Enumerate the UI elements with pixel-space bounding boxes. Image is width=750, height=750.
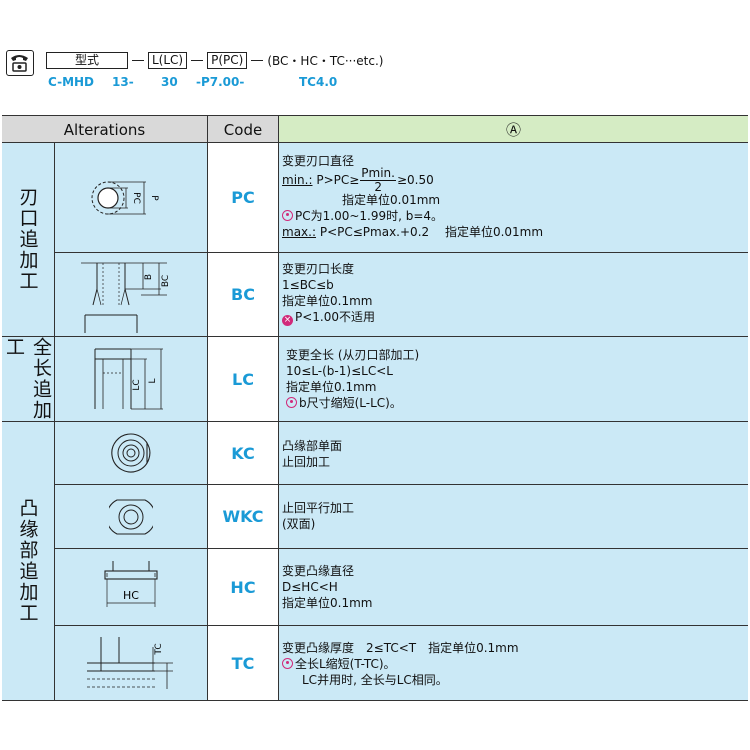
- table-bottom-rule: [2, 700, 748, 701]
- example-p-len: 30: [161, 75, 178, 89]
- desc-kc: 凸缘部单面 止回加工: [278, 422, 748, 485]
- desc-wkc: 止回平行加工 (双面): [278, 485, 748, 549]
- example-p: -P7.00-: [196, 75, 245, 89]
- phone-icon: [6, 50, 34, 76]
- p-box: P(PC): [207, 52, 248, 69]
- info-icon: [286, 397, 297, 408]
- order-code-format: 型式 L(LC) P(PC) (BC・HC・TC···etc.): [46, 52, 383, 69]
- alterations-table: Alterations Code Ⓐ 刃口追加工 全长追加工 凸缘部追加工 PC…: [2, 115, 748, 701]
- desc-hc: 变更凸缘直径 D≤HC<H 指定单位0.1mm: [278, 549, 748, 626]
- example-type: C-MHD: [48, 75, 95, 89]
- desc-lc: 变更全长 (从刃口部加工) 10≤L-(b-1)≤LC<L 指定单位0.1mm …: [278, 337, 748, 422]
- not-applicable-icon: ×: [282, 315, 293, 326]
- code-pc: PC: [207, 143, 278, 253]
- pc-figure: PC P: [54, 143, 207, 253]
- example-tc: TC4.0: [299, 75, 338, 89]
- hc-dim-label: HC: [123, 589, 139, 602]
- header-alterations: Alterations: [2, 115, 207, 143]
- kc-figure: [54, 422, 207, 485]
- header-code: Code: [207, 115, 278, 143]
- l-dim-label: L: [148, 378, 158, 383]
- code-kc: KC: [207, 422, 278, 485]
- info-icon: [282, 658, 293, 669]
- category-flange: 凸缘部追加工: [2, 422, 54, 701]
- code-wkc: WKC: [207, 485, 278, 549]
- category-overall-length: 全长追加工: [2, 337, 54, 422]
- options-text: (BC・HC・TC···etc.): [267, 54, 384, 68]
- tc-dim-label: TC: [154, 643, 164, 655]
- desc-pc: 变更刃口直径 min.: P>PC≥Pmin.2≥0.50 指定单位0.01mm…: [278, 143, 748, 253]
- pc-dim-label: PC: [131, 192, 141, 204]
- code-bc: BC: [207, 253, 278, 337]
- code-hc: HC: [207, 549, 278, 626]
- desc-bc: 变更刃口长度 1≤BC≤b 指定单位0.1mm ×P<1.00不适用: [278, 253, 748, 337]
- hc-figure: HC: [54, 549, 207, 626]
- p-dim-label: P: [149, 195, 159, 201]
- bc-figure: B BC: [54, 253, 207, 337]
- type-box: 型式: [46, 52, 128, 69]
- b-dim-label: B: [144, 273, 154, 279]
- tc-figure: TC: [54, 626, 207, 701]
- length-box: L(LC): [148, 52, 188, 69]
- lc-figure: LC L: [54, 337, 207, 422]
- header-spec: Ⓐ: [278, 115, 748, 143]
- desc-tc: 变更凸缘厚度 2≤TC<T 指定单位0.1mm 全长L缩短(T-TC)。 LC并…: [278, 626, 748, 701]
- pmin-fraction: Pmin.2: [360, 166, 396, 194]
- code-tc: TC: [207, 626, 278, 701]
- example-l: 13-: [112, 75, 134, 89]
- category-cutting-edge: 刃口追加工: [2, 143, 54, 337]
- lc-dim-label: LC: [132, 379, 142, 390]
- wkc-figure: [54, 485, 207, 549]
- code-lc: LC: [207, 337, 278, 422]
- bc-dim-label: BC: [161, 274, 171, 286]
- info-icon: [282, 210, 293, 221]
